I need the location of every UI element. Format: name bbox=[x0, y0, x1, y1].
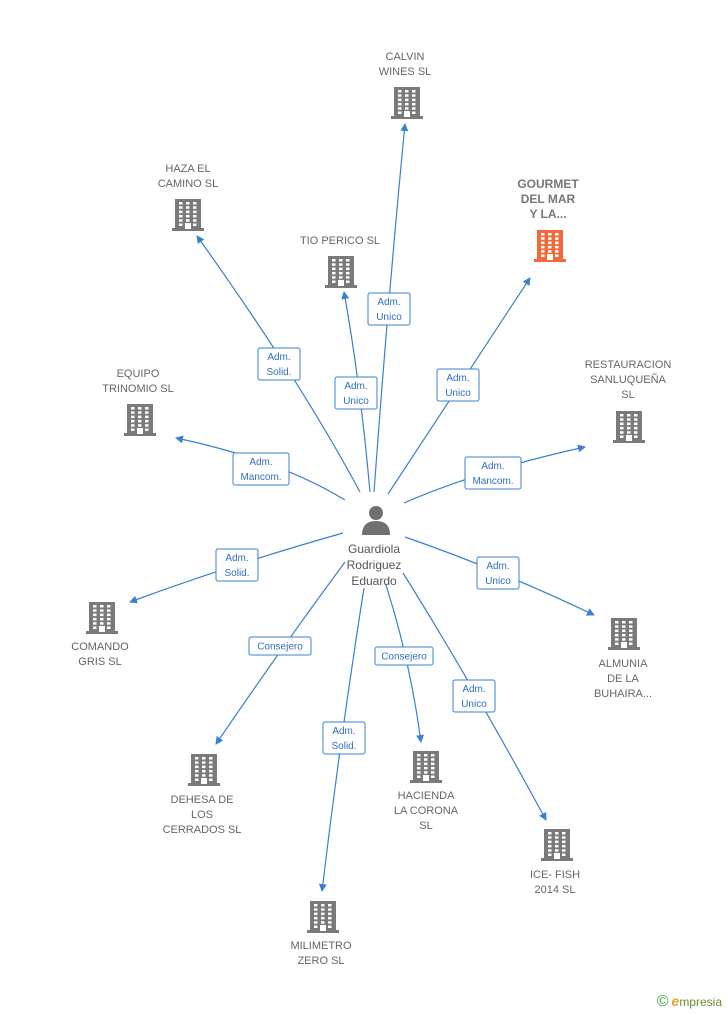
relation-label-comando[interactable]: Adm. Solid. bbox=[215, 548, 259, 582]
relation-text: Adm. bbox=[267, 352, 290, 363]
company-name-line: CERRADOS SL bbox=[163, 824, 242, 836]
relation-label-icefish[interactable]: Adm. Unico bbox=[452, 679, 496, 713]
company-node-almunia[interactable]: ALMUNIA DE LA BUHAIRA... bbox=[594, 618, 652, 700]
company-name-line: HACIENDA bbox=[398, 790, 456, 802]
relation-text: Adm. bbox=[332, 726, 355, 737]
nodes-layer: CALVIN WINES SL HAZA EL CAMINO SL GOURMETDEL… bbox=[71, 51, 671, 967]
brand-footer[interactable]: ©empresia bbox=[657, 993, 722, 1011]
building-icon bbox=[172, 199, 204, 231]
person-icon bbox=[362, 506, 390, 535]
company-name-line: GOURMET bbox=[517, 177, 579, 191]
building-icon bbox=[541, 829, 573, 861]
relation-text: Unico bbox=[376, 312, 402, 323]
company-name-line: ALMUNIA bbox=[599, 658, 649, 670]
company-name-line: MILIMETRO bbox=[290, 940, 352, 952]
relation-text: Adm. bbox=[481, 461, 504, 472]
building-icon bbox=[124, 404, 156, 436]
company-node-tioperico[interactable]: TIO PERICO SL bbox=[300, 235, 380, 288]
building-icon bbox=[325, 256, 357, 288]
relation-text: Solid. bbox=[331, 741, 356, 752]
relation-text: Mancom. bbox=[240, 472, 281, 483]
relation-text: Mancom. bbox=[472, 476, 513, 487]
company-name-line: LA CORONA bbox=[394, 805, 459, 817]
building-icon bbox=[534, 230, 566, 262]
company-name-line: WINES SL bbox=[379, 66, 432, 78]
brand-name: mpresia bbox=[679, 995, 722, 1009]
building-icon bbox=[608, 618, 640, 650]
relation-text: Unico bbox=[461, 699, 487, 710]
company-node-comando[interactable]: COMANDO GRIS SL bbox=[71, 602, 129, 668]
company-name-line: BUHAIRA... bbox=[594, 688, 652, 700]
company-name-line: DEL MAR bbox=[521, 192, 576, 206]
brand-initial: e bbox=[671, 993, 680, 1009]
company-name-line: HAZA EL bbox=[165, 163, 210, 175]
relation-text: Adm. bbox=[249, 457, 272, 468]
relation-label-restauracion[interactable]: Adm. Mancom. bbox=[464, 456, 522, 490]
company-name-line: Y LA... bbox=[529, 207, 566, 221]
company-node-icefish[interactable]: ICE- FISH 2014 SL bbox=[530, 829, 580, 896]
company-name-line: CALVIN bbox=[386, 51, 425, 63]
company-name-line: CAMINO SL bbox=[158, 178, 219, 190]
company-name-line: ZERO SL bbox=[297, 955, 344, 967]
edges-layer: Adm.UnicoAdm.Solid.Adm.UnicoAdm.UnicoAdm… bbox=[129, 123, 595, 892]
building-icon bbox=[391, 87, 423, 119]
relation-text: Solid. bbox=[266, 367, 291, 378]
building-icon bbox=[410, 751, 442, 783]
company-name-line: 2014 SL bbox=[535, 884, 576, 896]
relation-text: Adm. bbox=[225, 553, 248, 564]
person-name-line: Rodriguez bbox=[347, 558, 402, 572]
relation-text: Adm. bbox=[344, 381, 367, 392]
company-name-line: SL bbox=[621, 389, 634, 401]
company-name-line: GRIS SL bbox=[78, 656, 121, 668]
relation-label-dehesa[interactable]: Consejero bbox=[248, 636, 312, 656]
company-node-equipo[interactable]: EQUIPO TRINOMIO SL bbox=[102, 368, 174, 436]
relation-text: Unico bbox=[343, 396, 369, 407]
relation-text: Adm. bbox=[486, 561, 509, 572]
company-node-haza[interactable]: HAZA EL CAMINO SL bbox=[158, 163, 219, 231]
building-icon bbox=[307, 901, 339, 933]
company-node-hacienda[interactable]: HACIENDA LA CORONA SL bbox=[394, 751, 459, 832]
relation-text: Consejero bbox=[381, 652, 427, 663]
company-name-line: COMANDO bbox=[71, 641, 129, 653]
relation-text: Adm. bbox=[377, 297, 400, 308]
relation-text: Consejero bbox=[257, 642, 303, 653]
company-name-line: EQUIPO bbox=[117, 368, 160, 380]
company-name-line: RESTAURACION bbox=[585, 359, 672, 371]
relation-label-gourmet[interactable]: Adm. Unico bbox=[436, 368, 480, 402]
building-icon bbox=[188, 754, 220, 786]
person-name-line: Guardiola bbox=[348, 542, 400, 556]
relation-label-tioperico[interactable]: Adm. Unico bbox=[334, 376, 378, 410]
relation-text: Solid. bbox=[224, 568, 249, 579]
relation-label-equipo[interactable]: Adm. Mancom. bbox=[232, 452, 290, 486]
relation-label-hacienda[interactable]: Consejero bbox=[374, 646, 434, 666]
building-icon bbox=[86, 602, 118, 634]
copyright-icon: © bbox=[656, 993, 669, 1010]
relation-label-milimetro[interactable]: Adm. Solid. bbox=[322, 721, 366, 755]
person-name-line: Eduardo bbox=[351, 574, 397, 588]
company-node-dehesa[interactable]: DEHESA DE LOS CERRADOS SL bbox=[163, 754, 242, 836]
company-node-calvin[interactable]: CALVIN WINES SL bbox=[379, 51, 432, 119]
company-name-line: DEHESA DE bbox=[171, 794, 234, 806]
relation-text: Adm. bbox=[446, 373, 469, 384]
company-node-milimetro[interactable]: MILIMETRO ZERO SL bbox=[290, 901, 352, 967]
company-name-line: LOS bbox=[191, 809, 213, 821]
company-name-line: SANLUQUEÑA bbox=[590, 373, 666, 386]
company-name-line: ICE- FISH bbox=[530, 869, 580, 881]
company-name-line: DE LA bbox=[607, 673, 639, 685]
building-icon bbox=[613, 411, 645, 443]
company-name-line: TRINOMIO SL bbox=[102, 383, 174, 395]
company-node-restauracion[interactable]: RESTAURACION SANLUQUEÑA SL bbox=[585, 359, 672, 443]
relation-text: Unico bbox=[445, 388, 471, 399]
relation-text: Adm. bbox=[462, 684, 485, 695]
relation-label-almunia[interactable]: Adm. Unico bbox=[476, 556, 520, 590]
company-name-line: SL bbox=[419, 820, 432, 832]
company-name-line: TIO PERICO SL bbox=[300, 235, 380, 247]
relation-label-calvin[interactable]: Adm. Unico bbox=[367, 292, 411, 326]
relation-text: Unico bbox=[485, 576, 511, 587]
relation-label-haza[interactable]: Adm. Solid. bbox=[257, 347, 301, 381]
